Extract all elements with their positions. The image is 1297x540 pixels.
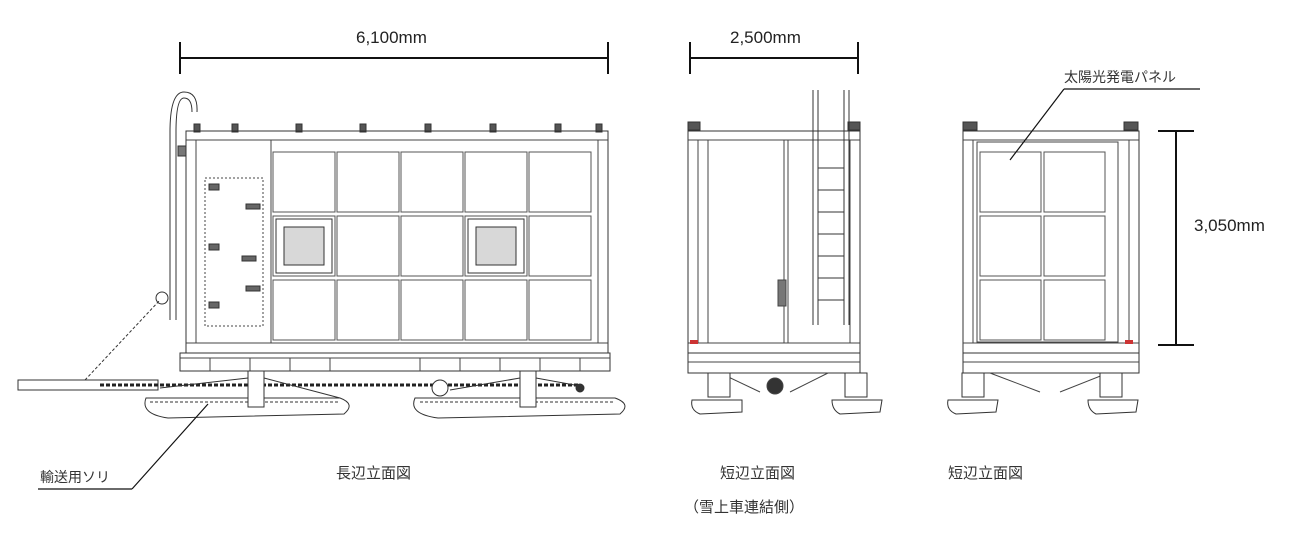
- dimension-height-label: 3,050mm: [1194, 216, 1265, 235]
- sled-front: [144, 370, 350, 419]
- sled-feet-short: [947, 372, 1139, 415]
- door-hinges: [208, 183, 261, 309]
- view-note-short-side-coupled: （雪上車連結側）: [684, 498, 805, 516]
- short-side-coupled-elevation: [687, 90, 883, 415]
- view-title-long-side: 長辺立面図: [336, 464, 412, 482]
- long-side-elevation: [17, 91, 626, 419]
- dimension-line-height: [1158, 130, 1194, 346]
- leader-solar-panel: [1009, 88, 1200, 161]
- windows-long: [275, 218, 525, 274]
- sled-rear: [413, 370, 626, 419]
- dimension-line-width: [689, 42, 859, 74]
- dimension-line-length: [179, 42, 609, 74]
- dimension-length-label: 6,100mm: [356, 28, 427, 47]
- dimension-width-label: 2,500mm: [730, 28, 801, 47]
- transport-sled-callout: 輸送用ソリ: [40, 470, 110, 486]
- ladder-long: [169, 91, 198, 320]
- ladder-short: [812, 90, 850, 325]
- view-title-short-side: 短辺立面図: [948, 464, 1024, 482]
- solar-panel-grid-short: [979, 151, 1106, 341]
- tow-bar: [17, 291, 169, 391]
- solar-panel-grid-long: [272, 151, 592, 341]
- short-side-elevation: [947, 121, 1140, 415]
- sled-feet-coupled: [691, 372, 883, 415]
- leader-transport-sled: [38, 403, 209, 490]
- roof-fittings: [193, 123, 603, 133]
- solar-panel-callout: 太陽光発電パネル: [1064, 70, 1176, 86]
- view-title-short-side-coupled: 短辺立面図: [720, 464, 796, 482]
